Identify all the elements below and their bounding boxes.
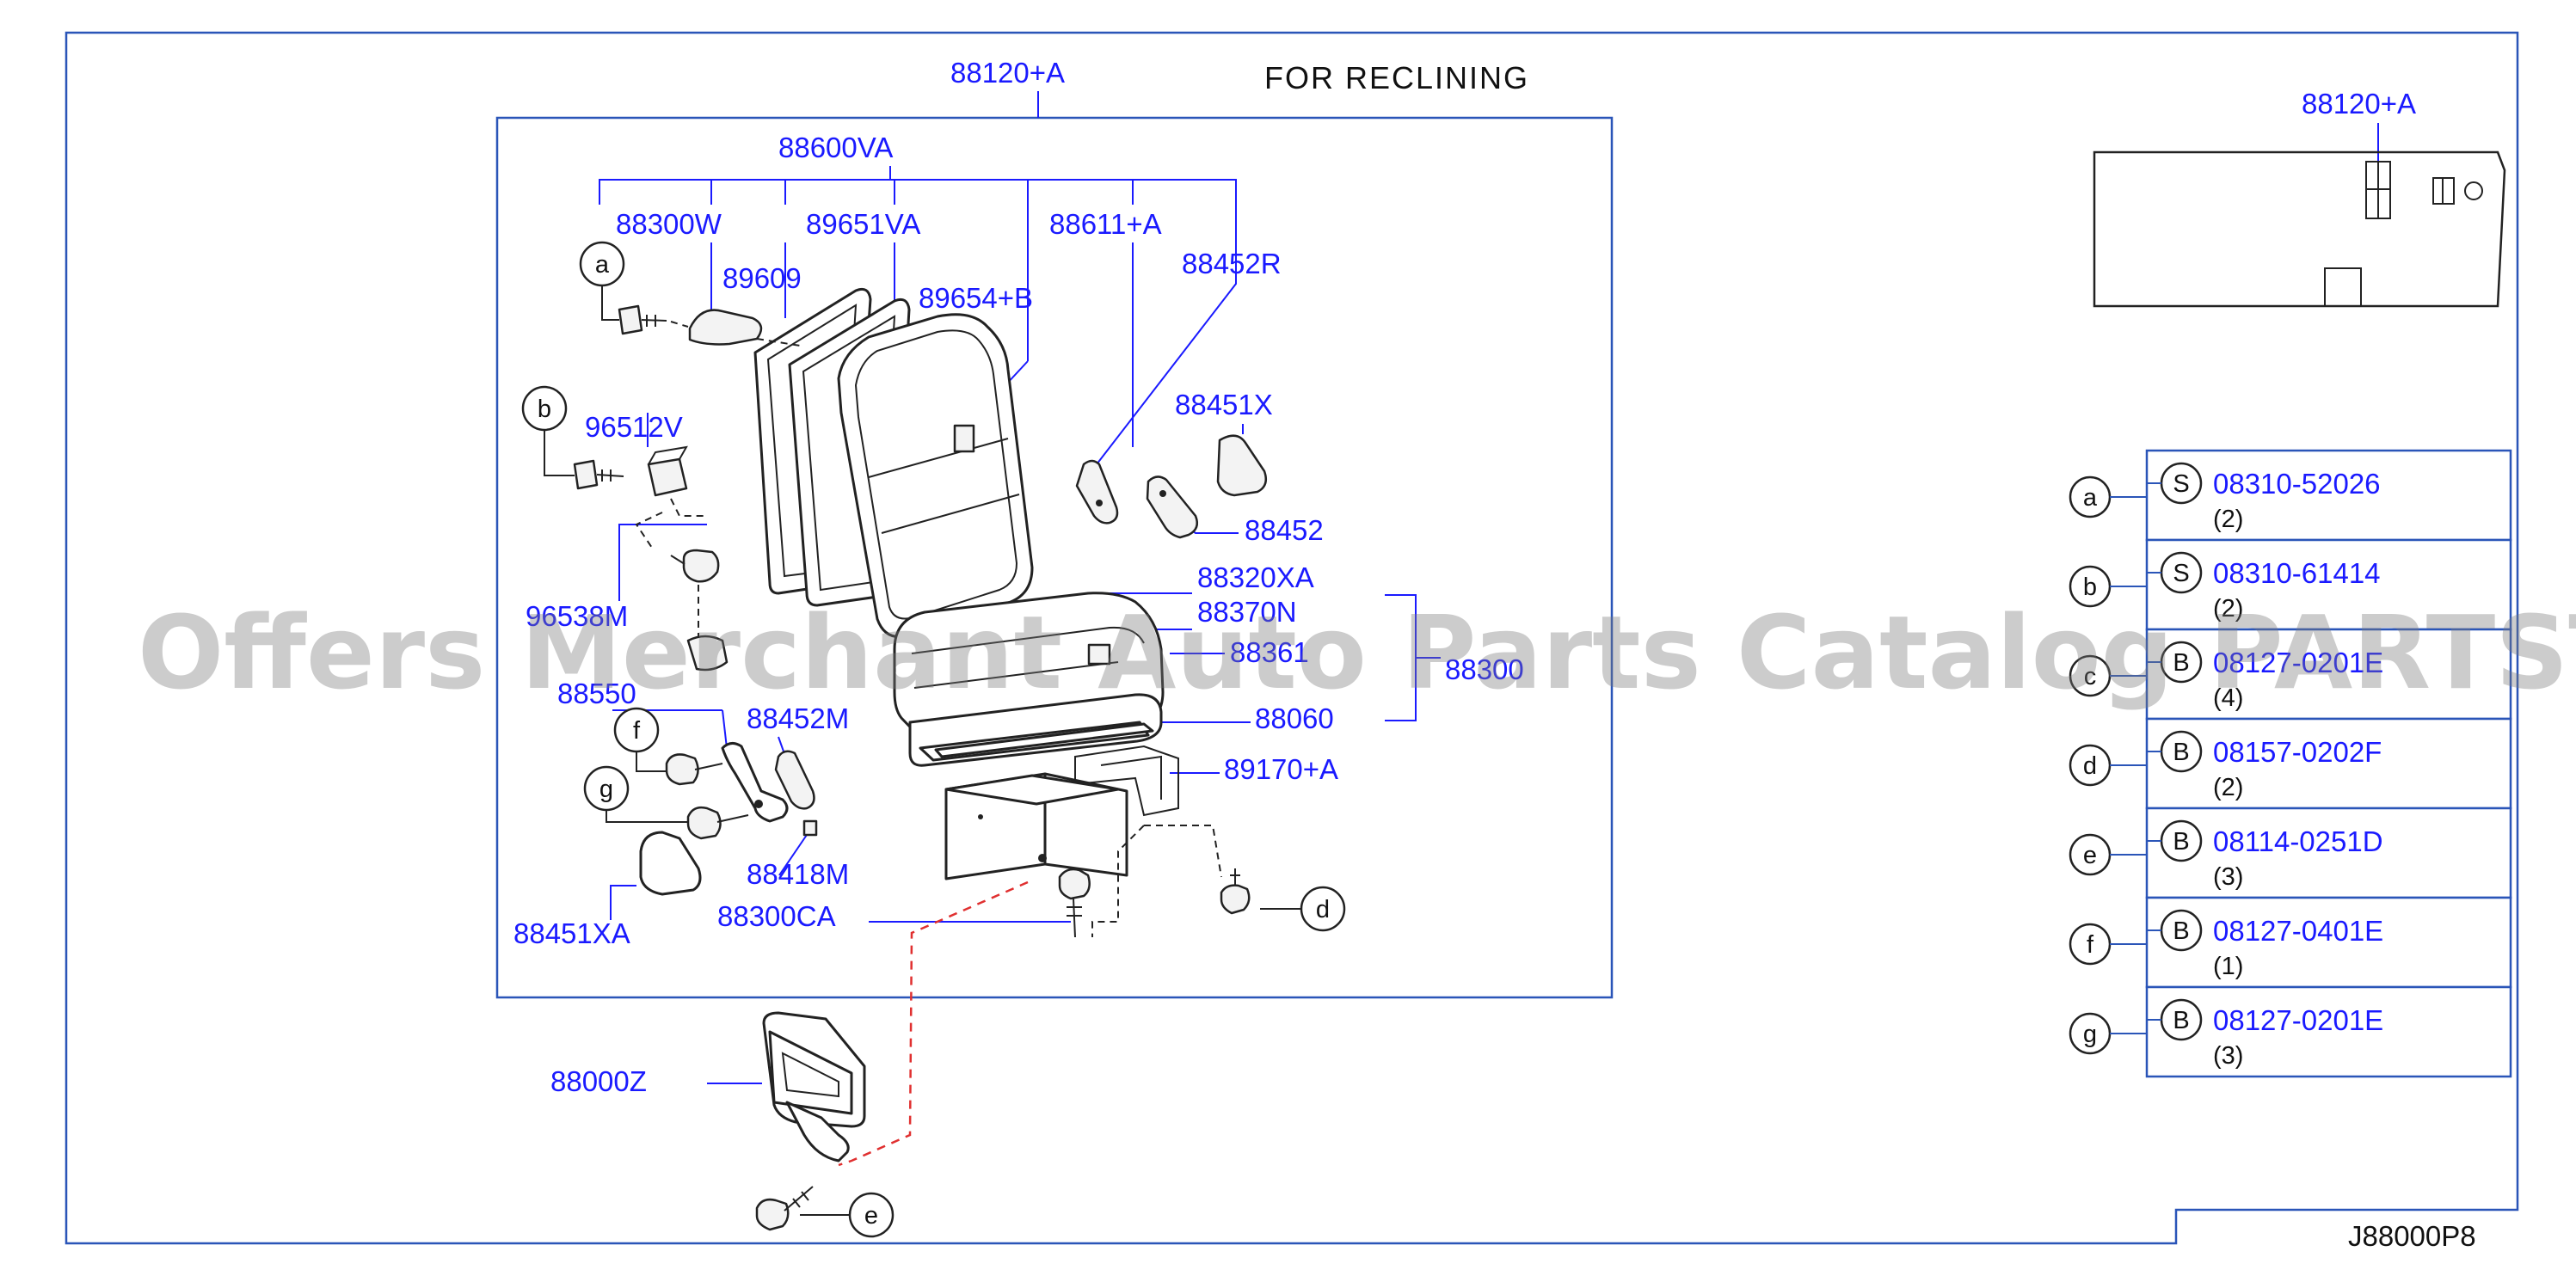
fastener-row: d B 08157-0202F (2) xyxy=(2069,717,2512,810)
label-88320XA[interactable]: 88320XA xyxy=(1197,561,1314,593)
label-88361[interactable]: 88361 xyxy=(1230,636,1309,668)
callout-g[interactable]: g xyxy=(583,765,630,812)
cap-88300W xyxy=(688,309,763,346)
svg-text:f: f xyxy=(633,717,641,745)
outer-frame xyxy=(65,31,2519,1245)
label-88300W[interactable]: 88300W xyxy=(616,208,722,240)
footer-code: J88000P8 xyxy=(2348,1220,2476,1252)
bolt-g xyxy=(686,806,749,840)
bolt-d xyxy=(1220,868,1251,915)
bracket-88452 xyxy=(1146,475,1198,539)
svg-text:e: e xyxy=(864,1202,878,1230)
label-88300[interactable]: 88300 xyxy=(1445,653,1524,685)
inset-label-88120A[interactable]: 88120+A xyxy=(2302,88,2416,120)
inset-seat-plan xyxy=(2093,150,2506,308)
callout-f[interactable]: f xyxy=(613,707,660,753)
hinge-88452R xyxy=(1075,459,1119,525)
label-88451XA[interactable]: 88451XA xyxy=(513,917,630,949)
label-88120A[interactable]: 88120+A xyxy=(950,57,1065,89)
svg-text:g: g xyxy=(599,776,613,803)
fastener-type: B xyxy=(2173,828,2189,856)
svg-text:d: d xyxy=(1316,896,1330,923)
label-88611A[interactable]: 88611+A xyxy=(1049,208,1162,240)
fastener-part-number[interactable]: 08310-52026 xyxy=(2213,468,2381,500)
label-88550[interactable]: 88550 xyxy=(557,678,636,709)
fastener-type: B xyxy=(2173,1007,2189,1034)
cover-88452M xyxy=(774,750,815,810)
module-88000Z xyxy=(762,1011,866,1163)
lever-88550 xyxy=(721,742,789,823)
svg-text:a: a xyxy=(595,251,610,279)
label-88000Z[interactable]: 88000Z xyxy=(550,1065,647,1097)
cover-88451X xyxy=(1216,434,1267,497)
row-letter: a xyxy=(2083,484,2098,512)
fastener-part-number[interactable]: 08127-0201E xyxy=(2213,647,2383,678)
callout-d[interactable]: d xyxy=(1300,886,1346,932)
fastener-qty: (3) xyxy=(2213,1042,2243,1070)
fastener-part-number[interactable]: 08114-0251D xyxy=(2213,825,2383,857)
svg-text:b: b xyxy=(538,396,551,423)
knob-96538M xyxy=(682,549,720,583)
callout-e[interactable]: e xyxy=(848,1192,895,1238)
watermark: Offers Merchant Auto Parts Catalog PARTS… xyxy=(138,593,2576,712)
label-89170A[interactable]: 89170+A xyxy=(1224,753,1338,785)
bolt-88300CA xyxy=(1058,868,1091,938)
fastener-type: S xyxy=(2173,560,2189,587)
fastener-qty: (1) xyxy=(2213,953,2243,980)
clip-96512V xyxy=(647,457,688,497)
fastener-qty: (4) xyxy=(2213,684,2243,712)
label-96512V[interactable]: 96512V xyxy=(585,411,683,443)
row-letter: f xyxy=(2087,931,2094,959)
bolt-f xyxy=(665,753,723,786)
fastener-part-number[interactable]: 08127-0401E xyxy=(2213,915,2383,947)
row-letter: d xyxy=(2083,752,2097,780)
callout-a[interactable]: a xyxy=(579,241,625,287)
fastener-row: b S 08310-61414 (2) xyxy=(2069,538,2512,631)
fastener-type: B xyxy=(2173,739,2189,766)
label-88451X[interactable]: 88451X xyxy=(1175,389,1273,420)
fastener-type: B xyxy=(2173,649,2189,677)
label-88452R[interactable]: 88452R xyxy=(1182,248,1282,279)
label-89654B[interactable]: 89654+B xyxy=(919,282,1033,314)
label-88600VA[interactable]: 88600VA xyxy=(778,132,893,163)
row-letter: c xyxy=(2084,663,2097,690)
fastener-qty: (2) xyxy=(2213,774,2243,801)
assembly-box xyxy=(495,116,1614,999)
label-89651VA[interactable]: 89651VA xyxy=(806,208,920,240)
label-88300CA[interactable]: 88300CA xyxy=(717,900,836,932)
fastener-row: a S 08310-52026 (2) xyxy=(2069,449,2512,542)
bolt-b xyxy=(573,459,624,490)
label-88370N[interactable]: 88370N xyxy=(1197,596,1297,628)
fastener-row: f B 08127-0401E (1) xyxy=(2069,896,2512,989)
label-88060[interactable]: 88060 xyxy=(1255,702,1334,734)
label-88418M[interactable]: 88418M xyxy=(747,858,849,890)
label-96538M[interactable]: 96538M xyxy=(526,600,628,632)
pin-88418M xyxy=(802,819,818,837)
fastener-type: S xyxy=(2173,470,2189,498)
bolt-a xyxy=(618,304,667,335)
fastener-qty: (3) xyxy=(2213,863,2243,891)
label-89609[interactable]: 89609 xyxy=(722,262,802,294)
fastener-qty: (2) xyxy=(2213,506,2243,533)
label-88452[interactable]: 88452 xyxy=(1245,514,1324,546)
fastener-part-number[interactable]: 08127-0201E xyxy=(2213,1004,2383,1036)
callout-b[interactable]: b xyxy=(521,385,568,432)
seat-base-block xyxy=(944,772,1128,880)
row-letter: e xyxy=(2083,842,2097,869)
bolt-e xyxy=(755,1186,814,1231)
fastener-row: g B 08127-0201E (3) xyxy=(2069,985,2512,1078)
row-letter: b xyxy=(2083,574,2097,601)
cover-88451XA xyxy=(639,831,702,896)
label-88452M[interactable]: 88452M xyxy=(747,702,849,734)
fastener-row: e B 08114-0251D (3) xyxy=(2069,807,2512,899)
diagram-title: FOR RECLINING xyxy=(1264,60,1529,95)
row-letter: g xyxy=(2083,1021,2097,1048)
fastener-row: c B 08127-0201E (4) xyxy=(2069,628,2512,721)
fastener-part-number[interactable]: 08157-0202F xyxy=(2213,736,2382,768)
fastener-part-number[interactable]: 08310-61414 xyxy=(2213,557,2381,589)
fastener-qty: (2) xyxy=(2213,595,2243,623)
fastener-type: B xyxy=(2173,917,2189,945)
